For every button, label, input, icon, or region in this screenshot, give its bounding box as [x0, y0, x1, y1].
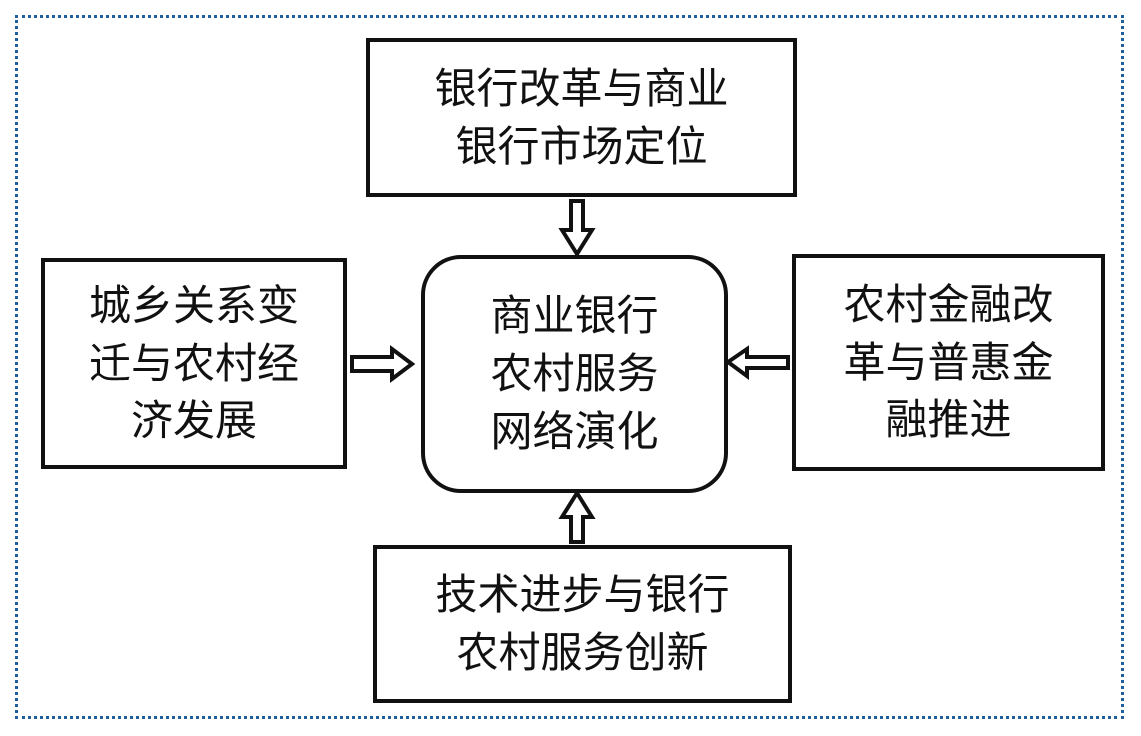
left-node-line-1: 城乡关系变: [88, 280, 299, 330]
center-node-line-3: 网络演化: [490, 406, 659, 456]
right-node-line-2: 革与普惠金: [843, 337, 1054, 387]
bottom-node-technology-innovation: 技术进步与银行 农村服务创新: [373, 545, 792, 703]
left-node-line-3: 济发展: [130, 396, 257, 446]
right-node-line-1: 农村金融改: [843, 279, 1054, 329]
right-node-rural-finance-reform: 农村金融改 革与普惠金 融推进: [792, 254, 1105, 471]
top-node-line-2: 银行市场定位: [455, 121, 708, 171]
left-node-urban-rural-relations: 城乡关系变 迁与农村经 济发展: [41, 258, 347, 469]
bottom-node-line-1: 技术进步与银行: [435, 570, 730, 620]
diagram-frame: [15, 15, 1124, 719]
top-node-bank-reform: 银行改革与商业 银行市场定位: [366, 38, 797, 197]
right-node-line-3: 融推进: [885, 395, 1012, 445]
center-node-line-1: 商业银行: [490, 291, 659, 341]
center-node-line-2: 农村服务: [490, 349, 659, 399]
bottom-node-line-2: 农村服务创新: [456, 628, 709, 677]
left-node-line-2: 迁与农村经: [88, 338, 299, 388]
top-node-line-1: 银行改革与商业: [434, 63, 729, 113]
center-node-rural-service-network: 商业银行 农村服务 网络演化: [421, 255, 728, 493]
